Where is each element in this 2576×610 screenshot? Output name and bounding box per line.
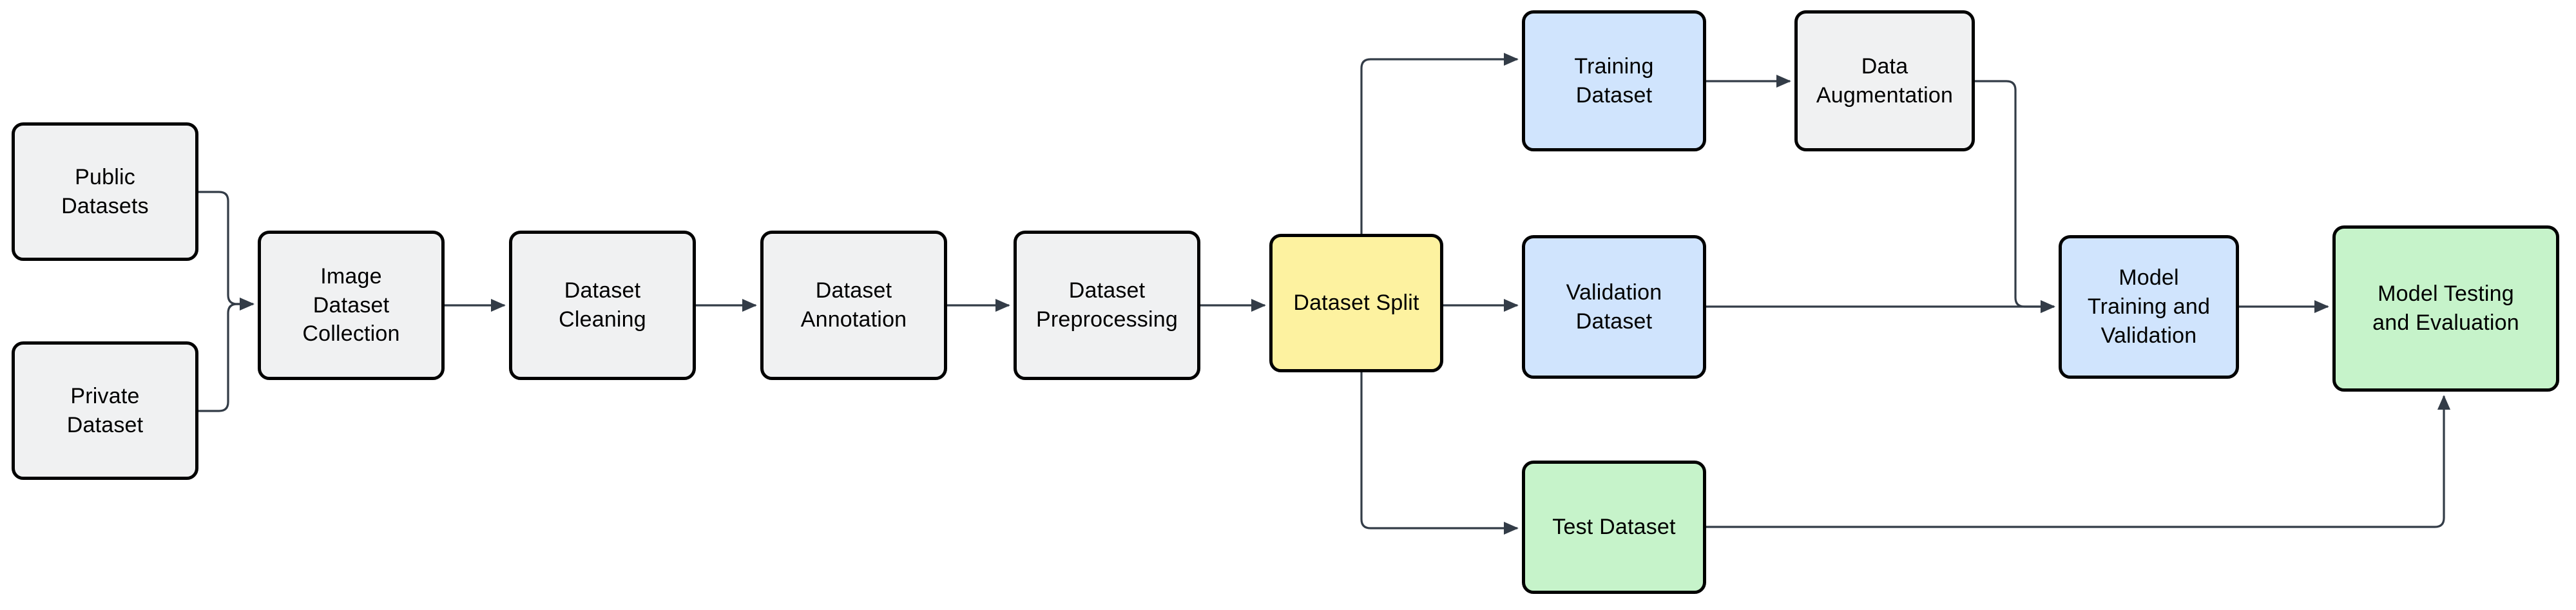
node-label: Private Dataset [66, 383, 144, 437]
node-dataset-split[interactable]: Dataset Split [1269, 234, 1443, 372]
node-model-training-validation[interactable]: Model Training and Validation [2059, 235, 2239, 379]
node-label: Public Datasets [61, 164, 149, 218]
node-label: Model Training and Validation [2087, 265, 2211, 348]
edge-test-to-modeltest [1706, 395, 2451, 528]
node-label: Model Testing and Evaluation [2372, 281, 2519, 335]
node-public-datasets[interactable]: Public Datasets [12, 122, 198, 261]
node-data-augmentation[interactable]: Data Augmentation [1794, 10, 1975, 151]
node-training-dataset[interactable]: Training Dataset [1522, 10, 1706, 151]
edge-private-to-collection [198, 297, 255, 412]
node-validation-dataset[interactable]: Validation Dataset [1522, 235, 1706, 379]
node-label: Dataset Annotation [800, 278, 907, 332]
node-dataset-annotation[interactable]: Dataset Annotation [760, 231, 947, 380]
node-test-dataset[interactable]: Test Dataset [1522, 461, 1706, 594]
edge-public-to-collection [198, 191, 255, 311]
edge-split-to-test [1360, 372, 1519, 535]
node-label: Data Augmentation [1816, 53, 1954, 108]
edge-augmentation-to-modeltrain [1975, 80, 2055, 314]
node-label: Dataset Cleaning [559, 278, 646, 332]
node-image-dataset-collection[interactable]: Image Dataset Collection [258, 231, 445, 380]
node-model-testing-evaluation[interactable]: Model Testing and Evaluation [2332, 225, 2559, 392]
node-label: Validation Dataset [1566, 280, 1662, 334]
edge-split-to-training [1360, 52, 1519, 234]
node-label: Dataset Preprocessing [1036, 278, 1178, 332]
node-dataset-cleaning[interactable]: Dataset Cleaning [509, 231, 696, 380]
node-dataset-preprocessing[interactable]: Dataset Preprocessing [1014, 231, 1200, 380]
node-label: Image Dataset Collection [302, 263, 400, 347]
node-label: Training Dataset [1574, 53, 1654, 108]
node-label: Test Dataset [1552, 515, 1676, 540]
node-label: Dataset Split [1293, 291, 1419, 316]
node-private-dataset[interactable]: Private Dataset [12, 341, 198, 480]
